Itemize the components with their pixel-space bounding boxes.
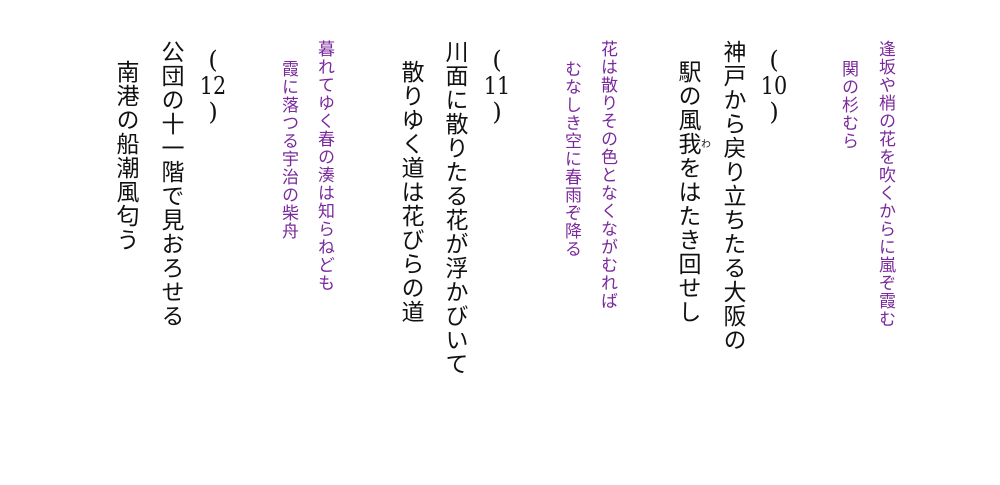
poem-1-line-1: 逢坂や梢の花を吹くからに嵐ぞ霞む <box>875 40 895 328</box>
verse-12-line-1: 公団の十一階で見おろせる <box>157 40 183 328</box>
section-number-10: (10) <box>760 46 788 126</box>
furigana-ga: 我わ <box>674 132 710 156</box>
poem-2-line-1: 花は散りその色となくながむれば <box>597 40 617 310</box>
poem-1-line-2: 関の杉むら <box>838 60 858 150</box>
verse-10-line-1: 神戸から戻り立ちたる大阪の <box>719 40 745 352</box>
verse-10-line-2-after: をはたき回せし <box>674 156 700 324</box>
furigana-wa: わ <box>698 132 710 156</box>
verse-10-line-2: 駅の風我わをはたき回せし <box>674 60 710 324</box>
verse-11-line-2: 散りゆく道は花びらの道 <box>397 60 423 324</box>
section-number-11: (11) <box>483 46 511 126</box>
verse-12-line-2: 南港の船潮風匂う <box>112 60 138 252</box>
verse-11-line-1: 川面に散りたる花が浮かびいて <box>441 40 467 376</box>
poem-3-line-2: 霞に落つる宇治の柴舟 <box>278 60 298 240</box>
poem-2-line-2: むなしき空に春雨ぞ降る <box>561 60 581 258</box>
poem-3-line-1: 暮れてゆく春の湊は知らねども <box>314 40 334 292</box>
verse-10-line-2-before: 駅の風 <box>674 60 700 132</box>
section-number-12: (12) <box>199 46 227 126</box>
